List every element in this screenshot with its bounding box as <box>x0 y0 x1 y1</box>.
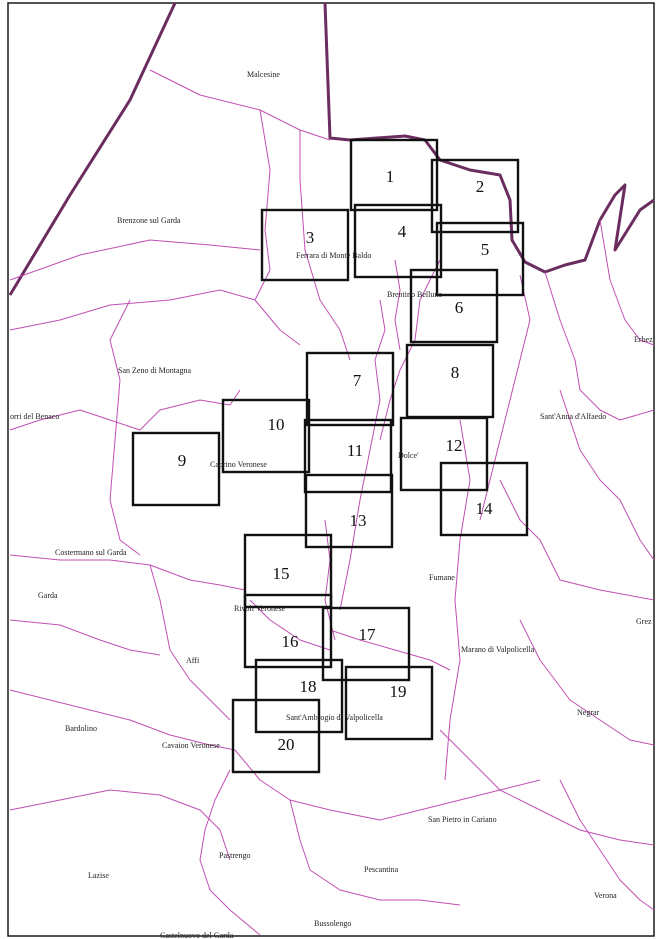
place-label: Brentino Belluno <box>387 290 442 299</box>
svg-text:16: 16 <box>282 632 299 651</box>
place-label: Castelnuovo del Garda <box>160 931 234 939</box>
place-label: Rivoli Veronese <box>234 604 286 613</box>
map-tile[interactable]: 14 <box>439 461 529 537</box>
place-label: Negrar <box>577 708 600 717</box>
place-label: Bussolengo <box>314 919 351 928</box>
map-tile[interactable]: 5 <box>435 221 525 297</box>
place-label: San Zeno di Montagna <box>118 366 192 375</box>
svg-text:14: 14 <box>476 499 494 518</box>
map-tile[interactable]: 17 <box>321 606 411 682</box>
map-tile[interactable]: 19 <box>344 665 434 741</box>
place-label: Dolce' <box>398 451 419 460</box>
svg-text:4: 4 <box>398 222 407 241</box>
map-tile[interactable]: 16 <box>243 593 333 669</box>
map-tile[interactable]: 4 <box>353 203 443 279</box>
regional-border-west <box>8 2 177 296</box>
svg-text:2: 2 <box>476 177 485 196</box>
place-label: Marano di Valpolicella <box>461 645 535 654</box>
map-frame <box>7 2 655 937</box>
svg-text:11: 11 <box>347 441 363 460</box>
tile-grid: 1 2 3 4 5 6 7 8 9 10 11 12 13 14 15 16 1… <box>131 138 529 774</box>
svg-text:8: 8 <box>451 363 460 382</box>
place-label: Caprino Veronese <box>210 460 267 469</box>
place-label: Erbez <box>634 335 653 344</box>
municipal-boundaries <box>9 69 655 936</box>
map-tile[interactable]: 6 <box>409 268 499 344</box>
svg-text:5: 5 <box>481 240 490 259</box>
place-label: orri del Benaco <box>10 412 59 421</box>
svg-text:15: 15 <box>273 564 290 583</box>
svg-text:13: 13 <box>350 511 367 530</box>
map-tile[interactable]: 15 <box>243 533 333 609</box>
place-label: Cavaion Veronese <box>162 741 220 750</box>
place-label: Ferrara di Monte Baldo <box>296 251 371 260</box>
map-tile[interactable]: 13 <box>304 473 394 549</box>
place-label: Sant'Ambrogio di Valpolicella <box>286 713 383 722</box>
map-tile[interactable]: 3 <box>260 208 350 282</box>
svg-text:3: 3 <box>306 228 315 247</box>
svg-text:17: 17 <box>359 625 377 644</box>
place-label: Costermano sul Garda <box>55 548 127 557</box>
place-label: Malcesine <box>247 70 280 79</box>
place-label: Brenzone sul Garda <box>117 216 181 225</box>
map-tile[interactable]: 1 <box>349 138 439 212</box>
map-tile[interactable]: 12 <box>399 416 489 492</box>
place-label: Bardolino <box>65 724 97 733</box>
map-tile[interactable]: 8 <box>405 343 495 419</box>
place-label: Garda <box>38 591 58 600</box>
svg-text:12: 12 <box>446 436 463 455</box>
map-tile[interactable]: 9 <box>131 431 221 507</box>
map-tile[interactable]: 18 <box>254 658 344 734</box>
place-label: Verona <box>594 891 617 900</box>
svg-text:10: 10 <box>268 415 285 434</box>
svg-text:1: 1 <box>386 167 395 186</box>
svg-text:9: 9 <box>178 451 187 470</box>
svg-text:6: 6 <box>455 298 464 317</box>
map-tile[interactable]: 7 <box>305 351 395 427</box>
regional-border-north <box>323 2 655 274</box>
place-label: San Pietro in Cariano <box>428 815 497 824</box>
place-label: Affi <box>186 656 200 665</box>
place-labels: Malcesine Brenzone sul Garda Ferrara di … <box>10 70 653 939</box>
svg-text:18: 18 <box>300 677 317 696</box>
svg-text:7: 7 <box>353 371 362 390</box>
map-tile[interactable]: 10 <box>221 398 311 474</box>
place-label: Pescantina <box>364 865 399 874</box>
place-label: Fumane <box>429 573 455 582</box>
place-label: Grez <box>636 617 652 626</box>
map-tile[interactable]: 2 <box>430 158 520 234</box>
svg-text:20: 20 <box>278 735 295 754</box>
map-tile[interactable]: 11 <box>303 418 393 494</box>
map-tile[interactable]: 20 <box>231 698 321 774</box>
svg-text:19: 19 <box>390 682 407 701</box>
place-label: Lazise <box>88 871 109 880</box>
place-label: Sant'Anna d'Alfaedo <box>540 412 606 421</box>
place-label: Pastrengo <box>219 851 251 860</box>
